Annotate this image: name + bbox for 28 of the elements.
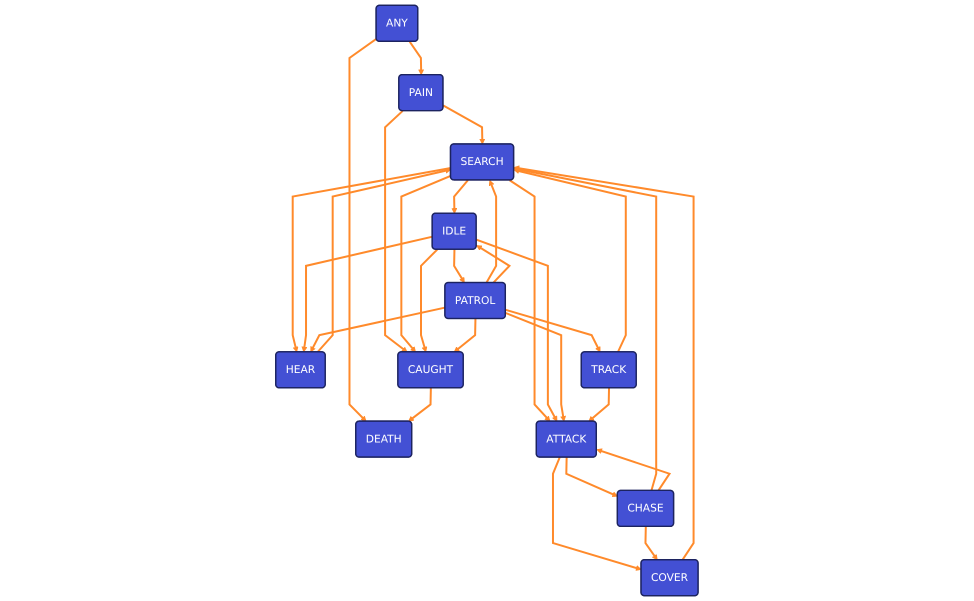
arrow (476, 238, 558, 422)
arrow (588, 388, 610, 422)
arrow (292, 167, 452, 352)
arrow (505, 308, 601, 352)
arrow (454, 318, 477, 352)
arrow (452, 180, 469, 214)
arrow (384, 110, 408, 352)
arrow (552, 457, 642, 571)
arrow (453, 250, 465, 284)
arrow (310, 306, 446, 352)
arrow (509, 179, 550, 422)
arrow (442, 104, 486, 145)
arrow (476, 245, 512, 284)
arrow (505, 312, 566, 422)
arrow (514, 168, 627, 353)
arrow (596, 448, 672, 492)
arrow (486, 180, 498, 284)
arrow (302, 236, 433, 352)
arrow (400, 174, 452, 352)
arrow (644, 526, 658, 560)
arrow (408, 388, 432, 422)
arrow (420, 248, 438, 352)
arrow (316, 168, 452, 353)
arrow (348, 38, 378, 422)
arrow (565, 457, 618, 497)
arrow (408, 41, 424, 76)
arrow (514, 165, 695, 561)
arrow (514, 166, 658, 491)
